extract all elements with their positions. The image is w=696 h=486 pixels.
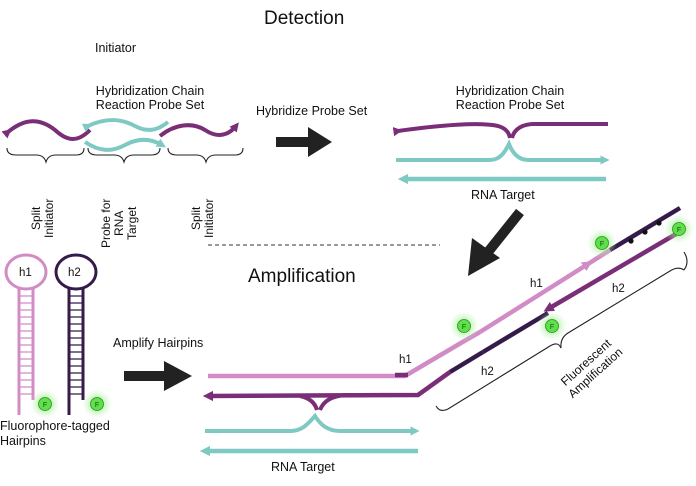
probe-set-label-right: Hybridization Chain Reaction Probe Set — [440, 84, 580, 113]
fluorophore-glyph: F — [550, 324, 554, 331]
rna-target-label-amplification: RNA Target — [271, 460, 335, 474]
fluorophore-icon — [82, 389, 112, 419]
hybridized-purple-right — [510, 122, 608, 139]
hairpin-h2-label: h2 — [68, 267, 81, 279]
hybridized-purple-left — [392, 122, 512, 139]
continuation-dot — [656, 220, 662, 226]
h2-lower-dark — [481, 311, 550, 354]
h2-lower-strand-b — [202, 370, 452, 402]
brace-split-initiator-a — [6, 147, 85, 164]
assembly-h2-label-b: h2 — [612, 283, 625, 295]
continuation-dot — [628, 238, 634, 244]
probe-strand-lower — [83, 137, 166, 152]
h2-dark-upper-a — [608, 206, 682, 252]
probe-set-label-right-line2: Reaction Probe Set — [455, 98, 565, 113]
fluorophore-glyph: F — [462, 324, 466, 331]
h1-segment-b — [478, 261, 593, 334]
fluorophore-icon — [30, 389, 60, 419]
assembly-h2-label-a: h2 — [481, 366, 494, 378]
rna-target-label-detection: RNA Target — [471, 188, 535, 202]
hairpin-h1-label: h1 — [19, 267, 32, 279]
fluorophore-icon — [664, 214, 694, 244]
fluorophore-glyph: F — [43, 402, 47, 409]
probe-set-label-right-line1: Hybridization Chain — [455, 84, 565, 98]
amplification-arrow — [468, 208, 524, 276]
brace-probe — [87, 147, 161, 164]
fluorophore-icon — [537, 311, 567, 341]
amplification-title: Amplification — [248, 266, 356, 287]
probe-set-label-left: Hybridization Chain Reaction Probe Set — [80, 84, 220, 113]
brace-split-initiator-b — [167, 147, 244, 164]
amp-hybrid-purple-left — [299, 394, 319, 411]
fluorophore-icon — [587, 228, 617, 258]
probe-set-label-left-line1: Hybridization Chain — [95, 84, 205, 98]
hybridized-probe-teal — [396, 139, 610, 165]
amp-hybrid-purple-right — [318, 393, 415, 411]
amplify-arrow — [124, 361, 192, 391]
h1-lower-dark — [448, 350, 485, 374]
h2-lower-strand — [543, 232, 678, 312]
initiator-label: Initiator — [95, 41, 136, 55]
split-initiator-strand-a — [1, 119, 92, 141]
initiator-light-strand — [208, 338, 468, 379]
fluorophore-icon — [449, 311, 479, 341]
fluorophore-caption: Fluorophore-tagged Hairpins — [0, 419, 110, 449]
continuation-dot — [642, 229, 648, 235]
fluorophore-glyph: F — [600, 241, 604, 248]
assembly-h1-label-a: h1 — [399, 354, 412, 366]
fluorescent-bracket — [435, 251, 688, 412]
amp-hybrid-teal — [205, 412, 420, 436]
hybridize-arrow — [276, 127, 332, 157]
hairpin-h1 — [4, 253, 48, 415]
amplify-step-label: Amplify Hairpins — [113, 336, 204, 350]
probe-strand-upper — [81, 118, 170, 133]
assembly-h1-label-b: h1 — [530, 278, 543, 290]
fluorophore-glyph: F — [95, 402, 99, 409]
split-initiator-strand-b — [158, 122, 239, 138]
hybridize-step-label: Hybridize Probe Set — [256, 104, 368, 118]
probe-set-label-left-line2: Reaction Probe Set — [95, 98, 205, 113]
fluorophore-caption-line2: Hairpins — [0, 434, 46, 448]
detection-title: Detection — [264, 8, 345, 29]
fluorophore-glyph: F — [677, 227, 681, 234]
hairpin-h2 — [54, 253, 98, 415]
fluorophore-caption-line1: Fluorophore-tagged — [0, 419, 110, 433]
